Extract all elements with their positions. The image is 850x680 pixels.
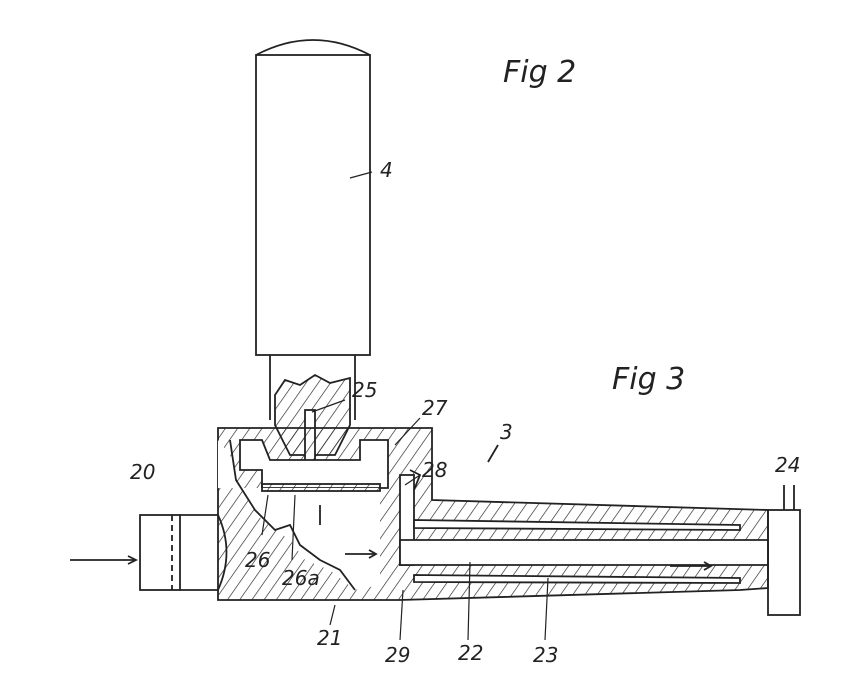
label-4: 4 — [380, 158, 393, 182]
figure-2-title: Fig 2 — [503, 55, 577, 90]
label-21: 21 — [317, 626, 343, 650]
leader-lines — [261, 171, 549, 641]
label-3: 3 — [500, 420, 513, 444]
label-26a: 26a — [282, 566, 320, 590]
label-23: 23 — [533, 643, 559, 667]
label-26: 26 — [245, 548, 271, 572]
label-20: 20 — [130, 460, 156, 484]
label-27: 27 — [422, 396, 448, 420]
figure-3-title: Fig 3 — [612, 362, 686, 397]
label-29: 29 — [385, 643, 411, 667]
label-24: 24 — [775, 453, 801, 477]
cylinder-4 — [255, 39, 371, 356]
label-28: 28 — [422, 458, 448, 482]
end-cap-24 — [767, 485, 801, 616]
label-22: 22 — [458, 641, 484, 665]
flow-arrows — [319, 444, 713, 571]
inlet-pipe-20 — [70, 514, 228, 591]
label-25: 25 — [352, 378, 378, 402]
